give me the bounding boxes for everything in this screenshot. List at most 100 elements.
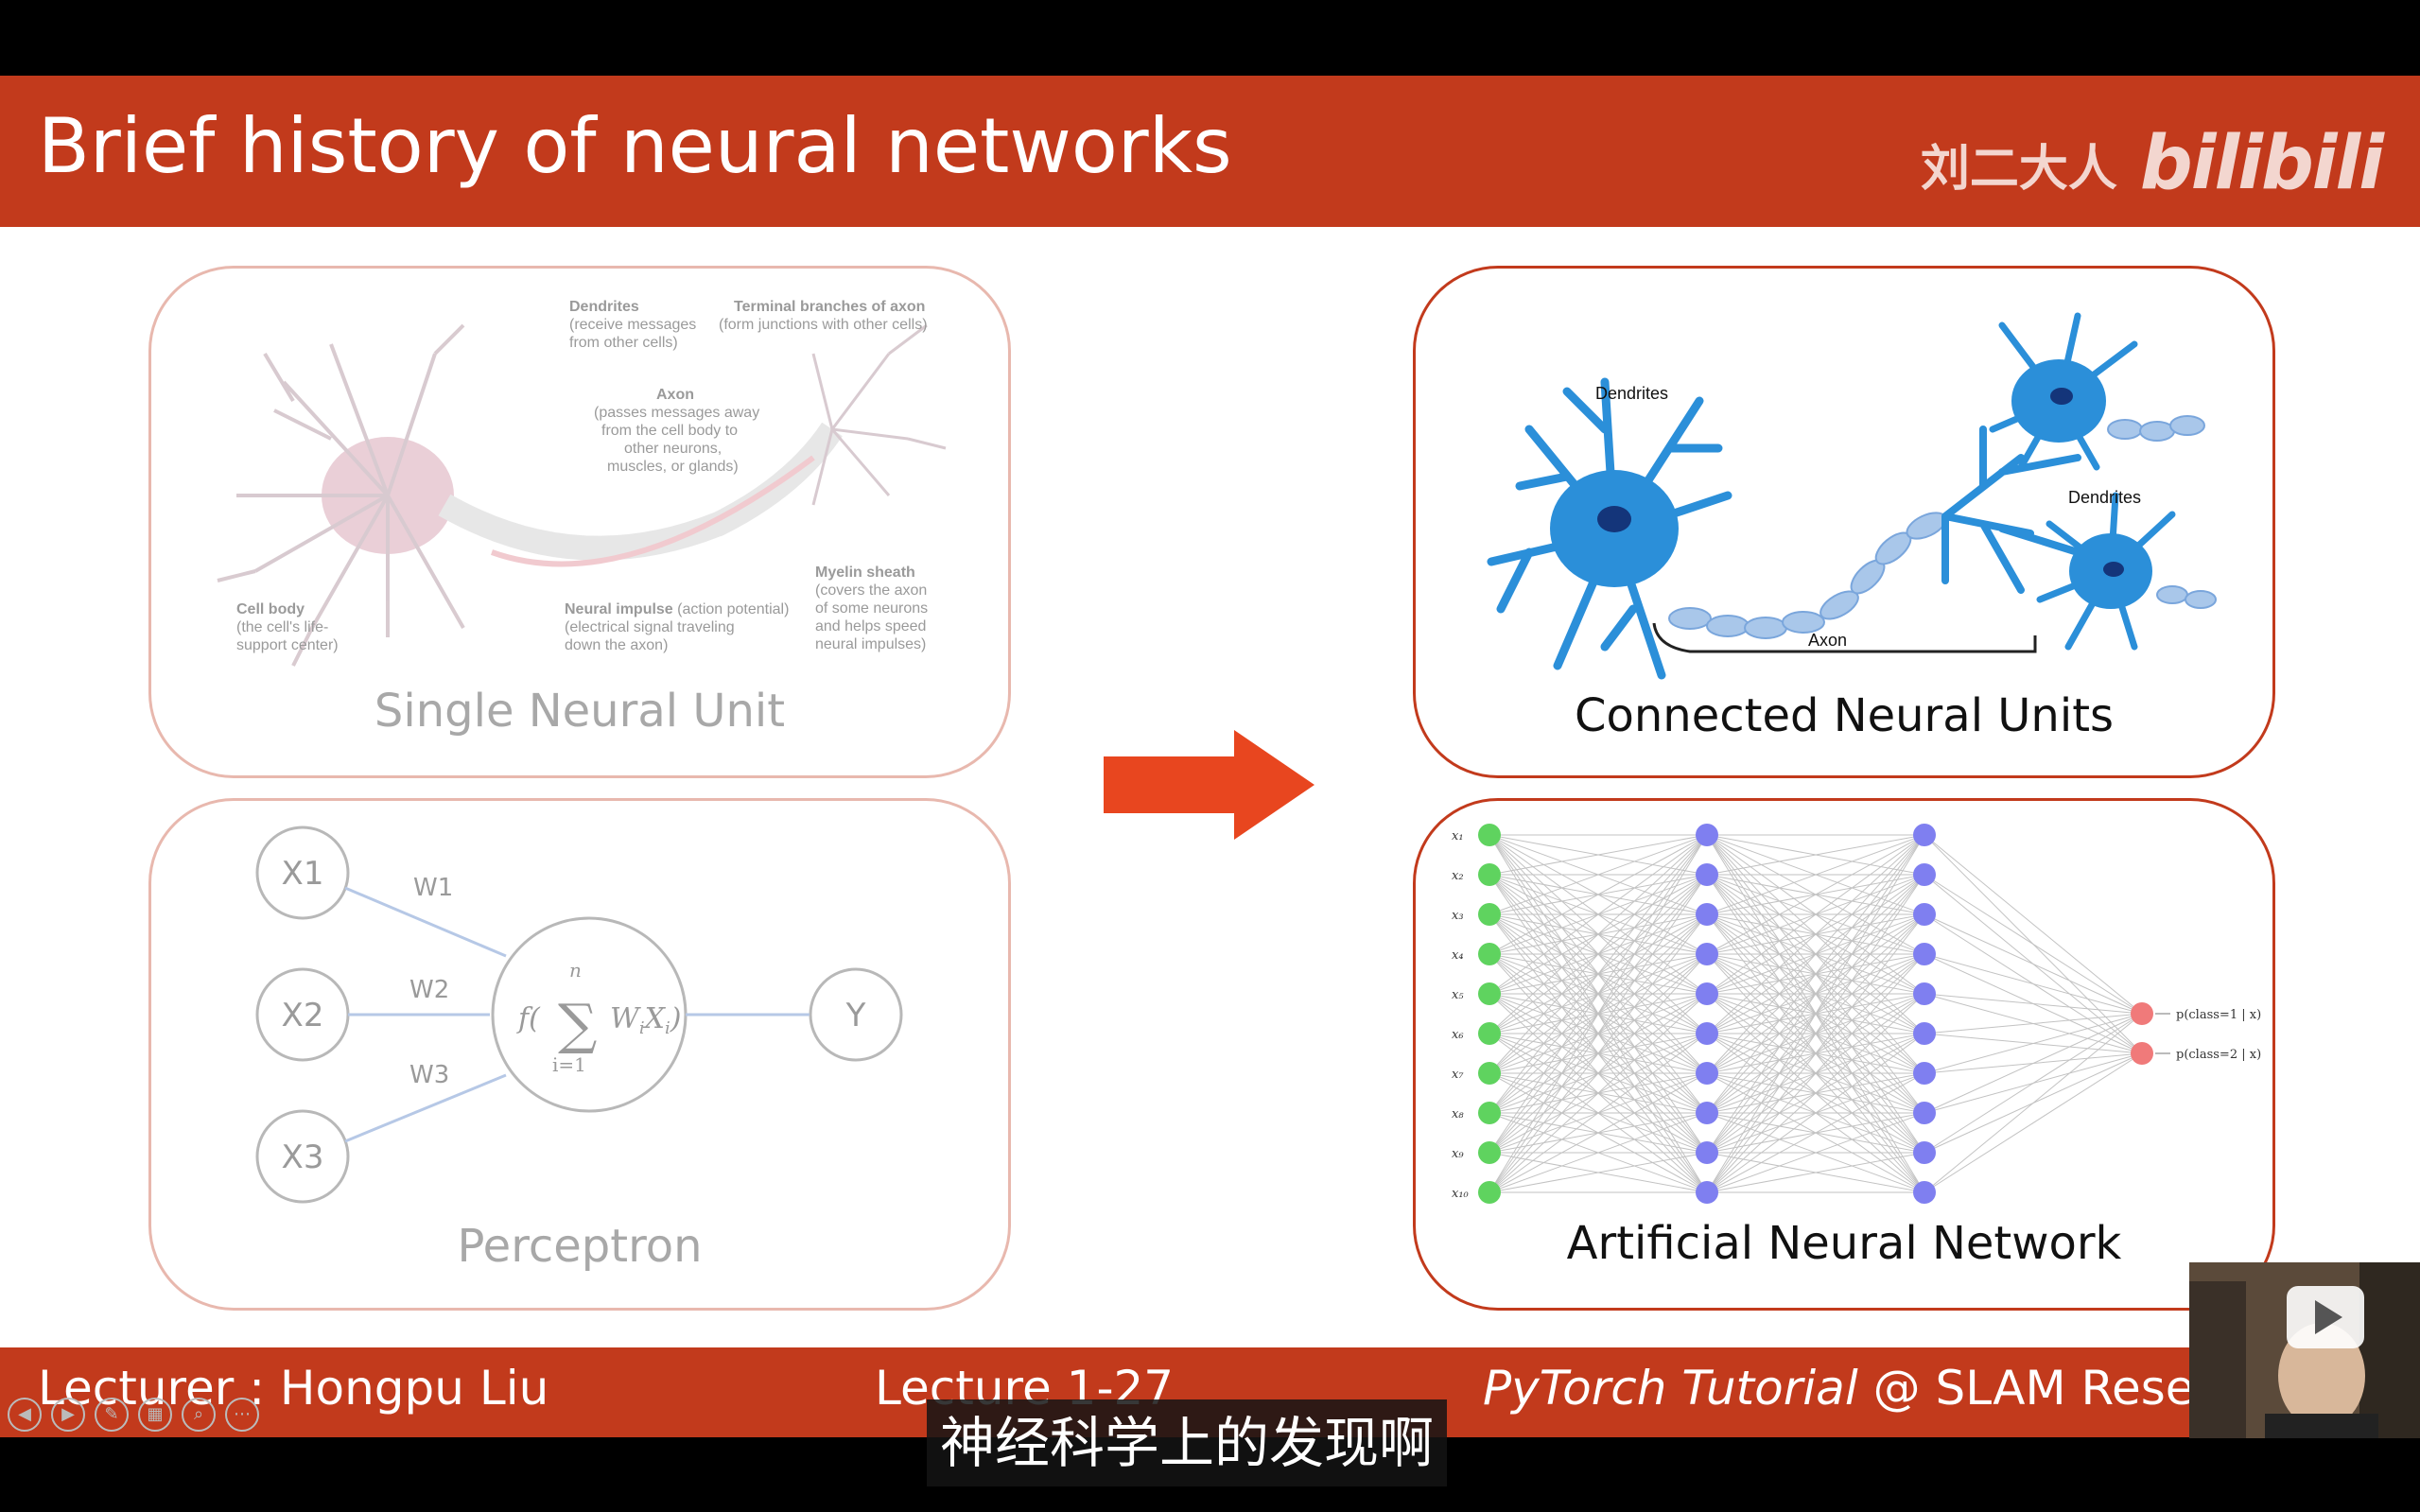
- ann-input-label: x₅: [1452, 988, 1464, 1002]
- label-neural-impulse-rest: (action potential): [673, 601, 790, 617]
- ann-edge: [1924, 1013, 2143, 1074]
- neuron-bottom-right: [2036, 492, 2217, 651]
- formula-sum-top: n: [569, 959, 582, 982]
- axon-chain: [1668, 512, 1947, 639]
- ann-edge: [1706, 834, 1925, 955]
- ann-edge: [1489, 953, 1708, 1193]
- formula-sum-bottom: i=1: [552, 1053, 586, 1076]
- slide-title: Brief history of neural networks: [38, 102, 1232, 190]
- label-axon-4: muscles, or glands): [607, 459, 739, 475]
- presenter-face: [2278, 1323, 2365, 1429]
- ann-hidden-node: [1913, 943, 1936, 965]
- ann-hidden-node: [1913, 1102, 1936, 1124]
- ann-edge: [1489, 913, 1708, 1193]
- formula-x: X: [643, 1002, 667, 1035]
- slide-header: Brief history of neural networks 刘二大人 bi…: [0, 76, 2420, 227]
- ann-hidden-node: [1696, 1102, 1718, 1124]
- ann-hidden-node: [1696, 903, 1718, 926]
- ann-edge: [1489, 834, 1708, 1034]
- ann-output-label: p(class=1 | x): [2176, 1008, 2261, 1022]
- ann-edge: [1489, 834, 1708, 876]
- ann-edge: [1706, 874, 1925, 1193]
- ann-input-label: x₉: [1452, 1147, 1464, 1161]
- ann-edge: [1706, 834, 1925, 1074]
- ann-edge: [1924, 874, 2143, 1015]
- ann-input-node: [1478, 943, 1501, 965]
- ann-edge: [1924, 913, 2143, 1015]
- ann-input-node: [1478, 863, 1501, 886]
- axon-bracket: [1652, 622, 2037, 653]
- next-icon[interactable]: ▶: [51, 1398, 85, 1432]
- footer-course-rest: @ SLAM Resear: [1857, 1361, 2243, 1416]
- ann-hidden-node: [1913, 1181, 1936, 1204]
- ann-edge: [1489, 834, 1708, 955]
- label-myelin-4: neural impulses): [815, 636, 926, 652]
- label-cell-body: Cell body: [236, 601, 305, 617]
- ann-edge: [1924, 953, 2143, 1015]
- input-node-x3: [255, 1109, 350, 1204]
- ann-edge: [1706, 834, 1925, 915]
- axon-terminal: [1941, 426, 2081, 594]
- ann-output-node: [2131, 1002, 2153, 1025]
- zoom-icon[interactable]: ⌕: [182, 1398, 216, 1432]
- ann-hidden-node: [1696, 1181, 1718, 1204]
- slide-player-controls[interactable]: ◀ ▶ ✎ ▦ ⌕ ⋯: [8, 1398, 259, 1432]
- weight-label-w3: W3: [409, 1061, 449, 1089]
- footer-course-italic: PyTorch Tutorial: [1483, 1361, 1858, 1416]
- terminal-branches: [811, 323, 947, 506]
- ann-edge: [1706, 953, 1925, 1193]
- ann-edge: [1924, 1013, 2143, 1154]
- ann-edge: [1924, 1013, 2143, 1034]
- ann-hidden-node: [1696, 982, 1718, 1005]
- formula-body: WiXi): [610, 1002, 681, 1038]
- ann-hidden-node: [1913, 1141, 1936, 1164]
- perceptron-formula: f( ∑ n i=1 WiXi): [516, 959, 681, 1076]
- perceptron-diagram: X1 X2 X3 Y W1 W2 W3 f( ∑ n i=1 WiXi): [255, 826, 903, 1204]
- formula-sigma: ∑: [558, 992, 597, 1056]
- bilibili-logo: bilibili: [2139, 121, 2384, 206]
- prev-icon[interactable]: ◀: [8, 1398, 42, 1432]
- input-label-x3: X3: [282, 1138, 324, 1176]
- ann-input-label: x₆: [1452, 1028, 1464, 1042]
- label-myelin: Myelin sheath: [815, 565, 915, 581]
- formula-w: W: [610, 1002, 641, 1035]
- label-cell-body-1: (the cell's life-: [236, 619, 328, 635]
- ann-input-node: [1478, 824, 1501, 846]
- label-axon: Axon: [656, 387, 694, 403]
- ann-edge: [1924, 993, 2143, 1015]
- ann-edge: [1706, 993, 1925, 1193]
- uploader-name: 刘二大人: [1920, 140, 2117, 198]
- play-icon[interactable]: [2287, 1286, 2364, 1348]
- ann-hidden-node: [1913, 1022, 1936, 1045]
- ann-edge: [1706, 834, 1925, 1154]
- ann-edge: [1924, 1013, 2143, 1193]
- neuron-illustration: Dendrites (receive messages from other c…: [217, 299, 947, 667]
- ann-edge: [1924, 1013, 2143, 1114]
- input-label-x2: X2: [282, 997, 324, 1034]
- caption-single-neural-unit: Single Neural Unit: [374, 685, 786, 738]
- impulse-arrow: [490, 455, 815, 567]
- ann-input-node: [1478, 1141, 1501, 1164]
- ann-edge: [1924, 1052, 2143, 1193]
- input-label-x1: X1: [282, 855, 324, 893]
- formula-x-sub: i: [665, 1018, 670, 1038]
- ann-edge: [1706, 834, 1925, 1034]
- video-top-bar: [0, 0, 2420, 76]
- slides-icon[interactable]: ▦: [138, 1398, 172, 1432]
- ann-input-label: x₁: [1452, 829, 1464, 843]
- connected-neurons-illustration: Dendrites Dendrites Axon: [1487, 312, 2217, 680]
- ann-hidden-node: [1913, 824, 1936, 846]
- ann-hidden-node: [1913, 982, 1936, 1005]
- output-label-y: Y: [845, 997, 866, 1034]
- ann-edge: [1489, 834, 1708, 1114]
- ann-edge: [1706, 834, 1925, 1193]
- more-icon[interactable]: ⋯: [225, 1398, 259, 1432]
- ann-input-node: [1478, 1102, 1501, 1124]
- label-axon-1: (passes messages away: [594, 405, 759, 421]
- ann-input-node: [1478, 982, 1501, 1005]
- panel-single-neural-unit: Dendrites (receive messages from other c…: [148, 266, 1011, 778]
- label-cell-body-2: support center): [236, 637, 339, 653]
- slide: Brief history of neural networks 刘二大人 bi…: [0, 76, 2420, 1437]
- pen-icon[interactable]: ✎: [95, 1398, 129, 1432]
